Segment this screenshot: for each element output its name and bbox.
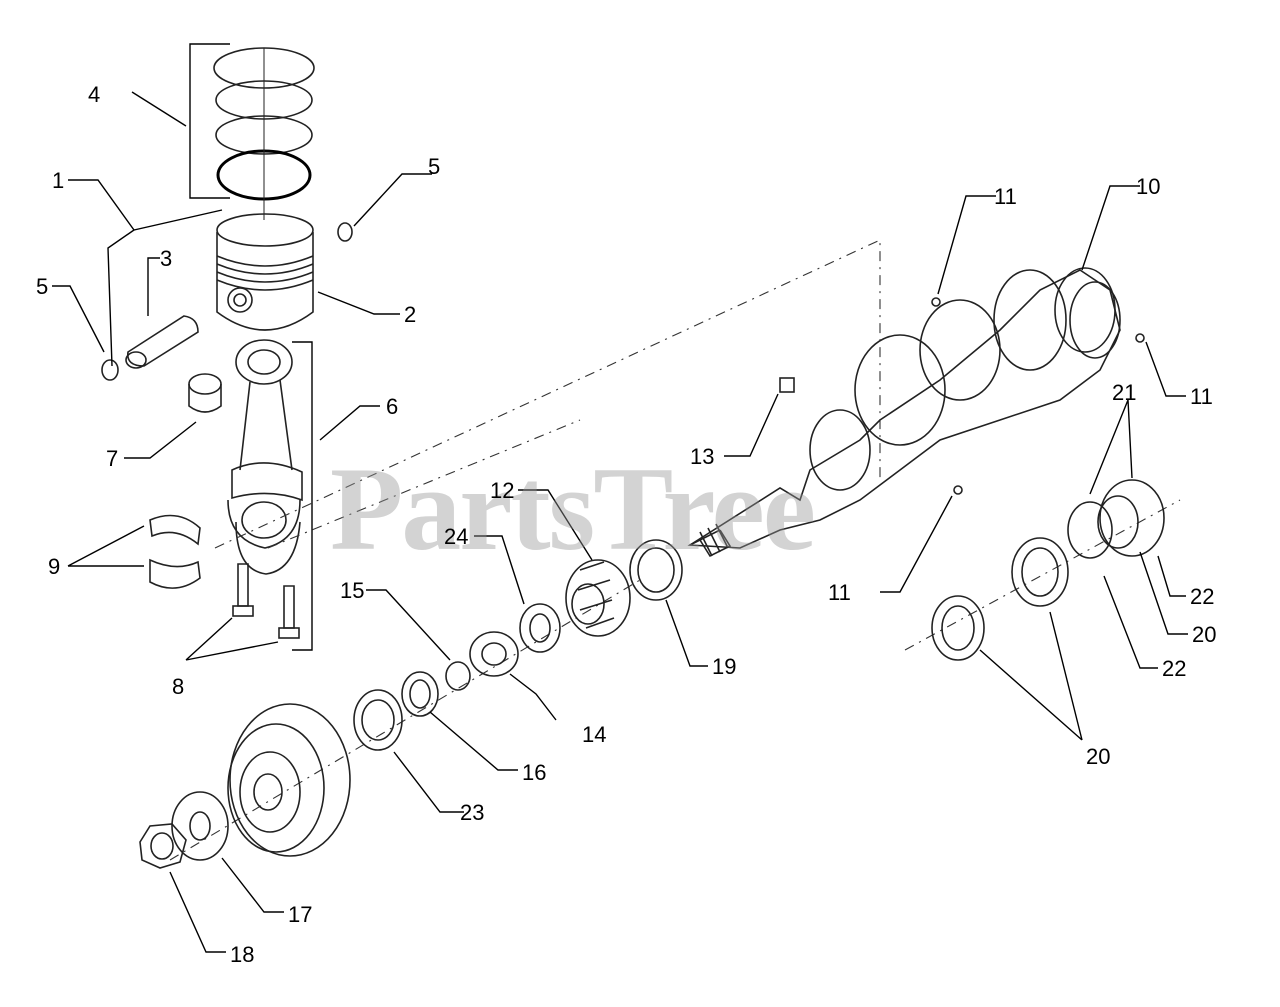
thrust-washer <box>469 631 519 677</box>
callout-1: 1 <box>52 168 65 193</box>
rod-bolts <box>232 563 300 639</box>
watermark: PartsTree <box>330 442 816 575</box>
rod-bearing-halves <box>149 514 201 589</box>
piston-rings <box>213 47 315 220</box>
callout-22-upper: 22 <box>1190 584 1215 609</box>
bearing <box>629 539 683 601</box>
sleeve-inner <box>361 699 395 741</box>
pulley-washer-inner <box>189 811 211 841</box>
callout-16: 16 <box>522 760 547 785</box>
piston-pin-clip <box>337 222 353 242</box>
piston <box>216 213 314 331</box>
callout-5-left: 5 <box>36 274 49 299</box>
callout-15: 15 <box>340 578 365 603</box>
callout-20-upper: 20 <box>1192 622 1217 647</box>
callout-11-top: 11 <box>994 184 1017 209</box>
spacer-inner <box>529 613 551 643</box>
pulley-washer <box>171 791 229 861</box>
callout-24: 24 <box>444 524 469 549</box>
callout-7: 7 <box>106 446 119 471</box>
centerline-pulley <box>169 579 641 861</box>
callout-22-lower: 22 <box>1162 656 1187 681</box>
callout-23: 23 <box>460 800 485 825</box>
piston-pin-clip-left <box>101 359 119 381</box>
centerline-rod <box>214 239 881 549</box>
callout-12: 12 <box>490 478 515 503</box>
ring-set-bracket <box>189 43 230 199</box>
callout-17: 17 <box>288 902 313 927</box>
connecting-rod <box>227 339 303 575</box>
oil-seal <box>401 671 439 717</box>
callout-10: 10 <box>1136 174 1161 199</box>
crankshaft-gear <box>565 559 631 637</box>
callout-18: 18 <box>230 942 255 967</box>
small-end-bushing <box>188 373 222 413</box>
plug-bottom <box>953 485 963 495</box>
rod-bracket <box>292 341 313 651</box>
callout-8: 8 <box>172 674 185 699</box>
oil-seal-inner <box>409 679 431 709</box>
piston-pin <box>125 315 199 369</box>
centerline-crank <box>267 419 581 549</box>
plug-top <box>931 297 941 307</box>
callout-19: 19 <box>712 654 737 679</box>
callout-14: 14 <box>582 722 607 747</box>
callout-4: 4 <box>88 82 101 107</box>
hex-nut <box>139 823 187 869</box>
callout-3: 3 <box>160 246 173 271</box>
callout-13: 13 <box>690 444 715 469</box>
callout-6: 6 <box>386 394 399 419</box>
spacer <box>519 603 561 653</box>
rear-main-bearings <box>931 479 1165 661</box>
callout-5-right: 5 <box>428 154 441 179</box>
plug-right <box>1135 333 1145 343</box>
callout-21: 21 <box>1112 380 1137 405</box>
crankshaft <box>687 267 1121 558</box>
retaining-ring <box>445 661 471 691</box>
callout-20-lower: 20 <box>1086 744 1111 769</box>
callout-2: 2 <box>404 302 417 327</box>
centerline-bearing <box>904 499 1181 651</box>
callout-11-bottom: 11 <box>828 580 851 605</box>
sleeve <box>353 689 403 751</box>
callout-11-right: 11 <box>1190 384 1213 409</box>
thrust-washer-inner <box>481 642 507 666</box>
crankshaft-pulley <box>227 703 351 857</box>
leader-lines <box>52 91 1188 953</box>
callout-9: 9 <box>48 554 61 579</box>
